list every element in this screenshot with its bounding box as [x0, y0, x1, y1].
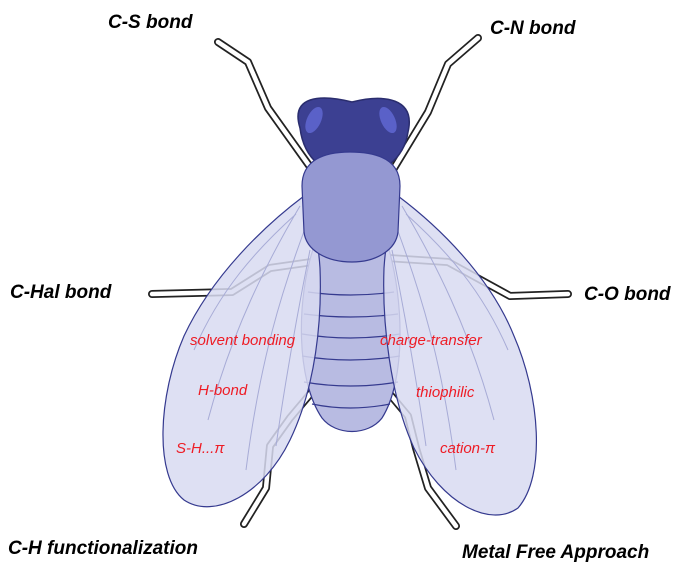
label-c-s-bond: C-S bond [108, 12, 192, 34]
thorax [302, 152, 400, 262]
label-c-n-bond: C-N bond [490, 18, 575, 40]
right-wing-item: charge-transfer [380, 332, 482, 349]
right-wing-item: cation-π [440, 440, 495, 457]
label-c-hal-bond: C-Hal bond [10, 282, 111, 304]
label-metal-free-approach: Metal Free Approach [462, 542, 649, 564]
right-wing-item: thiophilic [416, 384, 474, 401]
right-wing [384, 196, 537, 515]
label-c-h-functionalization: C-H functionalization [8, 538, 198, 560]
left-wing-item: solvent bonding [190, 332, 295, 349]
left-wing [163, 196, 320, 507]
label-c-o-bond: C-O bond [584, 284, 671, 306]
left-wing-item: H-bond [198, 382, 247, 399]
left-wing-item: S-H...π [176, 440, 224, 457]
